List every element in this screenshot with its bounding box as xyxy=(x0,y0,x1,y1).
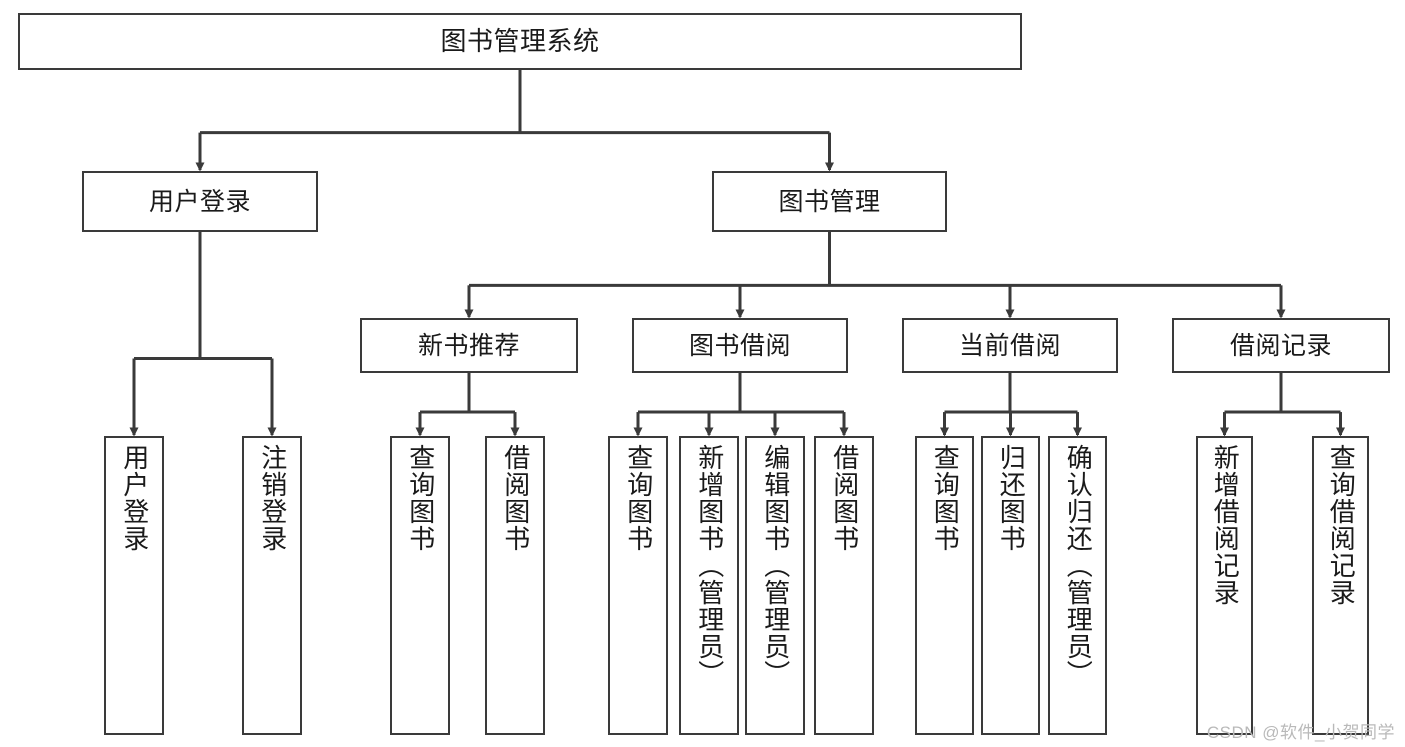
node-leaf-add-book[interactable]: 新增图书（管理员） xyxy=(679,436,739,735)
node-leaf-query-book-1[interactable]: 查询图书 xyxy=(390,436,450,735)
node-label: 图书管理系统 xyxy=(440,25,600,56)
node-leaf-query-record[interactable]: 查询借阅记录 xyxy=(1312,436,1369,735)
node-leaf-confirm-return[interactable]: 确认归还（管理员） xyxy=(1048,436,1107,735)
node-label: 确认归还（管理员） xyxy=(1063,444,1094,687)
node-leaf-user-login[interactable]: 用户登录 xyxy=(104,436,164,735)
node-label: 新书推荐 xyxy=(417,331,520,360)
node-leaf-edit-book[interactable]: 编辑图书（管理员） xyxy=(745,436,805,735)
node-label: 查询借阅记录 xyxy=(1326,444,1357,606)
node-label: 借阅图书 xyxy=(500,444,531,552)
node-label: 编辑图书（管理员） xyxy=(760,444,791,687)
node-label: 图书管理 xyxy=(778,187,881,216)
node-label: 查询图书 xyxy=(405,444,436,552)
node-leaf-logout[interactable]: 注销登录 xyxy=(242,436,302,735)
node-label: 新增图书（管理员） xyxy=(694,444,725,687)
node-current-borrow[interactable]: 当前借阅 xyxy=(902,318,1118,373)
node-label: 归还图书 xyxy=(996,444,1027,552)
node-label: 借阅图书 xyxy=(829,444,860,552)
node-label: 查询图书 xyxy=(930,444,961,552)
node-label: 用户登录 xyxy=(119,444,150,552)
node-leaf-query-book-2[interactable]: 查询图书 xyxy=(608,436,668,735)
node-leaf-query-book-3[interactable]: 查询图书 xyxy=(915,436,974,735)
node-label: 新增借阅记录 xyxy=(1210,444,1241,606)
node-new-book-rec[interactable]: 新书推荐 xyxy=(360,318,578,373)
node-root[interactable]: 图书管理系统 xyxy=(18,13,1022,70)
node-book-borrow[interactable]: 图书借阅 xyxy=(632,318,848,373)
node-label: 借阅记录 xyxy=(1229,331,1332,360)
watermark: CSDN @软件_小贺同学 xyxy=(1206,723,1395,742)
node-label: 查询图书 xyxy=(623,444,654,552)
node-label: 用户登录 xyxy=(148,187,251,216)
node-leaf-return-book[interactable]: 归还图书 xyxy=(981,436,1040,735)
node-label: 注销登录 xyxy=(257,444,288,552)
node-user-login[interactable]: 用户登录 xyxy=(82,171,318,232)
node-leaf-borrow-book-2[interactable]: 借阅图书 xyxy=(814,436,874,735)
node-borrow-record[interactable]: 借阅记录 xyxy=(1172,318,1390,373)
node-leaf-add-record[interactable]: 新增借阅记录 xyxy=(1196,436,1253,735)
node-book-manage[interactable]: 图书管理 xyxy=(712,171,947,232)
node-label: 当前借阅 xyxy=(958,331,1061,360)
node-label: 图书借阅 xyxy=(688,331,791,360)
node-leaf-borrow-book-1[interactable]: 借阅图书 xyxy=(485,436,545,735)
